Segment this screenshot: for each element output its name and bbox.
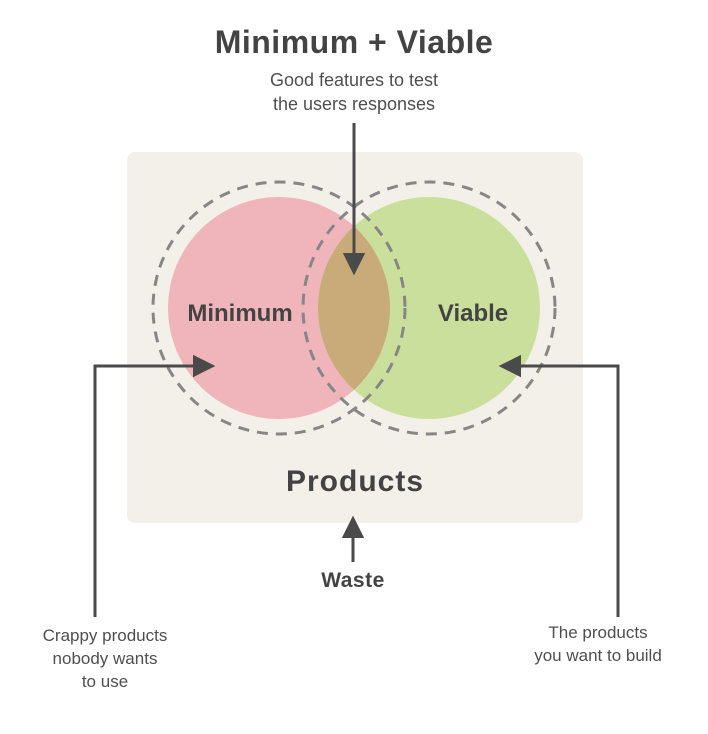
viable-circle-label: Viable [437,300,509,327]
bottom-right-line-1: The products [548,623,648,642]
bottom-right-annotation: The products you want to build [534,621,662,667]
diagram-subtitle: Good features to test the users response… [154,68,554,116]
right-elbow-arrow [498,354,620,617]
minimum-dashed-outline [151,180,407,436]
bottom-left-line-3: to use [81,672,129,691]
bottom-left-line-1: Crappy products [42,626,168,645]
subtitle-line-2: the users responses [272,94,436,114]
bottom-left-annotation: Crappy products nobody wants to use [43,624,168,693]
bottom-left-line-2: nobody wants [52,649,158,668]
overlap-region [318,197,390,419]
minimum-circle-label: Minimum [187,300,293,327]
products-label: Products [285,465,425,498]
waste-label: Waste [321,569,385,592]
left-elbow-arrow [93,354,216,617]
subtitle-line-1: Good features to test [269,70,439,90]
viable-dashed-outline [301,180,557,436]
diagram-title: Minimum + Viable [214,24,494,60]
bottom-right-line-2: you want to build [534,646,662,665]
